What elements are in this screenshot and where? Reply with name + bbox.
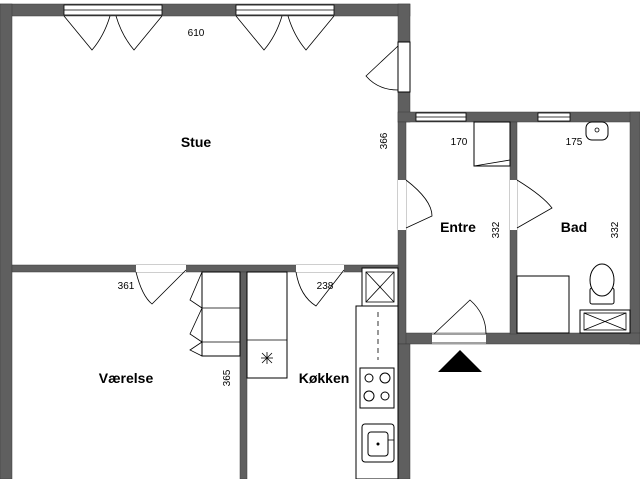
dimension-kokken-width: 238 (317, 281, 334, 292)
door-balcony-frame (397, 41, 411, 93)
doors (135, 41, 553, 344)
shower (516, 275, 570, 334)
toilet-icon (589, 263, 615, 305)
entre-closet (473, 121, 511, 167)
dimension-vaerelse-width: 361 (118, 281, 135, 292)
wall-kitchen-right (397, 343, 411, 479)
room-label-kokken: Køkken (299, 370, 350, 386)
door-main-swing (433, 299, 487, 335)
room-label-bad: Bad (561, 219, 587, 235)
wall-entre-bad-top (397, 111, 640, 123)
window-swings (63, 15, 335, 51)
kitchen-cabinet (246, 271, 288, 379)
door-balcony-swing (365, 45, 399, 91)
wall-vaerelse-kitchen (239, 271, 248, 479)
sink-icon (361, 423, 395, 463)
room-label-vaerelse: Værelse (99, 370, 154, 386)
room-label-entre: Entre (440, 219, 476, 235)
wardrobe (189, 271, 241, 357)
wall-top (0, 3, 411, 17)
dimension-vaerelse-depth: 365 (222, 369, 233, 386)
dimension-bad-depth: 332 (610, 221, 621, 238)
walls (0, 3, 640, 479)
wall-entre-left (397, 121, 407, 345)
dimension-top-width: 610 (188, 28, 205, 39)
wall-left (0, 3, 13, 479)
dimension-entre-width: 170 (451, 137, 468, 148)
sink-icon (585, 121, 609, 141)
entrance-arrow-icon (438, 350, 482, 372)
wall-right (629, 111, 640, 345)
ventilation-shaft-icon (361, 267, 399, 307)
door-kitchen-swing (295, 269, 345, 307)
dimension-stue-depth: 366 (379, 132, 390, 149)
door-vaerelse-swing (135, 269, 187, 305)
room-label-stue: Stue (181, 134, 212, 150)
ventilation-shaft-icon (579, 309, 631, 334)
door-bad-swing (516, 179, 553, 229)
door-entre-swing (405, 179, 433, 229)
dimension-bad-width: 175 (566, 137, 583, 148)
windows (63, 4, 571, 122)
dimension-entre-depth: 332 (491, 221, 502, 238)
stove-icon (359, 367, 395, 409)
